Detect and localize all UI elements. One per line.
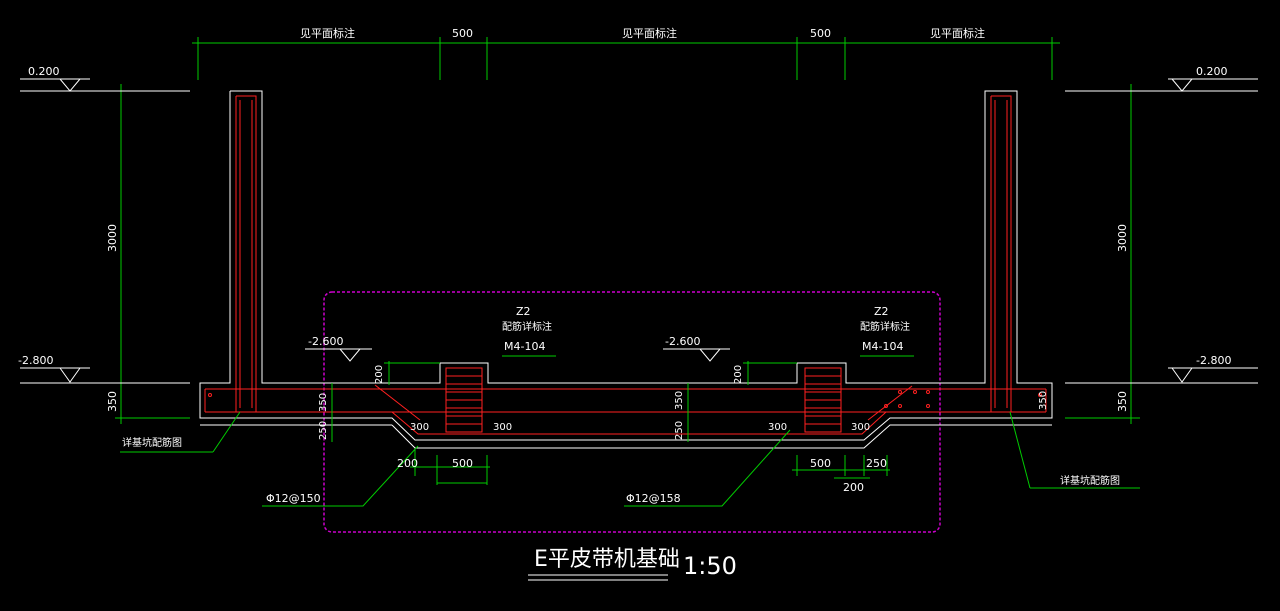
dim-pier-h-right: 200	[733, 365, 744, 384]
rebar-lines	[204, 95, 1047, 435]
revision-cloud	[323, 291, 941, 533]
dim-250-right: 250	[866, 457, 887, 470]
wall-height-left: 3000	[106, 224, 119, 252]
pier-left-ref: M4-104	[504, 340, 545, 353]
pier-right-label: Z2	[874, 305, 889, 318]
dim-slab-left: 350	[318, 393, 329, 412]
slab-dim-left: 350	[106, 391, 119, 412]
slab-dim-right: 350	[1116, 391, 1129, 412]
dim-500-right: 500	[810, 457, 831, 470]
top-dim-center-span: 见平面标注	[622, 26, 677, 40]
dim-300-a: 300	[410, 422, 429, 433]
dim-haunch-mid: 250	[674, 421, 685, 440]
level-left-top: 0.200	[28, 65, 60, 78]
dim-pier-h-left: 200	[374, 365, 385, 384]
drawing-title: E平皮带机基础	[534, 547, 680, 572]
pit-note-left: 详基坑配筋图	[122, 436, 182, 449]
dim-300-b: 300	[493, 422, 512, 433]
top-dim-left-gap: 500	[452, 27, 473, 40]
level-right-bottom: -2.800	[1196, 354, 1231, 367]
pit-note-right: 详基坑配筋图	[1060, 474, 1120, 487]
dim-300-d: 300	[851, 422, 870, 433]
pier-left-ties	[446, 375, 482, 425]
wall-height-right: 3000	[1116, 224, 1129, 252]
pier-left-label: Z2	[516, 305, 531, 318]
pier-right-note: 配筋详标注	[860, 320, 910, 333]
top-dim-right-gap: 500	[810, 27, 831, 40]
dim-slab-mid: 350	[674, 391, 685, 410]
top-dim-right-span: 见平面标注	[930, 26, 985, 40]
dim-500-left: 500	[452, 457, 473, 470]
rebar-note-left: Φ12@150	[266, 492, 321, 505]
pier-right-ties	[805, 375, 841, 425]
level-pier-left: -2.600	[308, 335, 343, 348]
dimension-lines	[115, 37, 1140, 507]
dim-200-left: 200	[397, 457, 418, 470]
level-pier-right: -2.600	[665, 335, 700, 348]
pier-left-note: 配筋详标注	[502, 320, 552, 333]
level-markers	[20, 78, 1258, 384]
drawing-scale: 1:50	[683, 552, 737, 580]
level-right-top: 0.200	[1196, 65, 1228, 78]
pier-right-ref: M4-104	[862, 340, 903, 353]
level-left-bottom: -2.800	[18, 354, 53, 367]
top-dim-left-span: 见平面标注	[300, 26, 355, 40]
dim-200-right: 200	[843, 481, 864, 494]
dim-slab-right: 350	[1038, 391, 1049, 410]
dim-300-c: 300	[768, 422, 787, 433]
dim-haunch-left: 250	[318, 421, 329, 440]
rebar-note-right: Φ12@158	[626, 492, 681, 505]
